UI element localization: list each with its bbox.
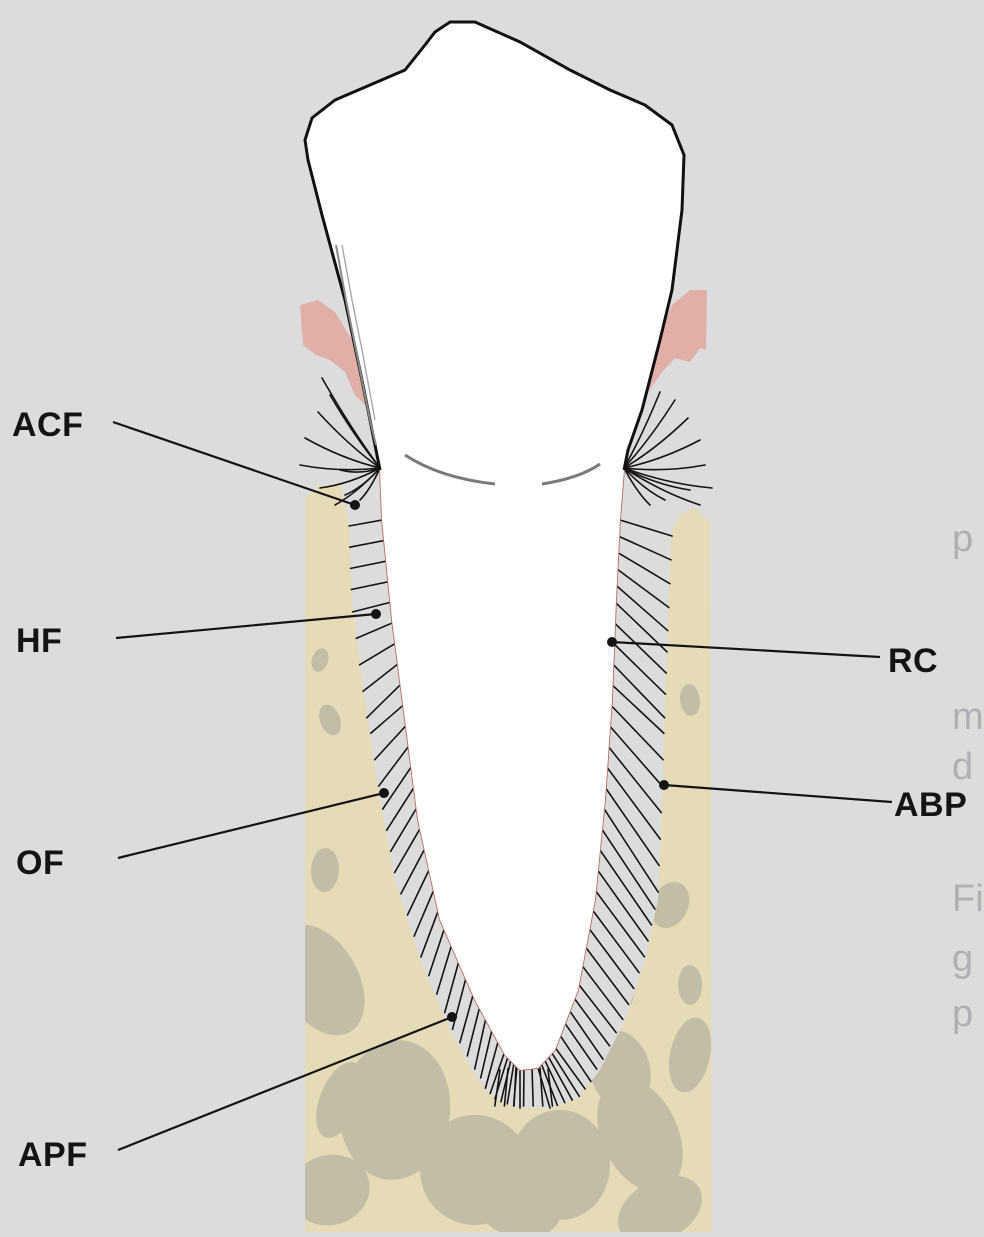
fiber-right: [618, 569, 669, 607]
fiber-right: [579, 985, 616, 1033]
fiber-left: [391, 808, 417, 851]
apf-dot: [447, 1012, 457, 1022]
of-dot: [379, 788, 389, 798]
fiber-right: [615, 624, 666, 674]
bg-text-1: p: [952, 520, 973, 558]
fiber-left: [445, 962, 459, 1012]
fiber-right: [583, 966, 623, 1019]
fiber-cervical-left: [300, 465, 380, 470]
fiber-left: [467, 1008, 479, 1056]
fiber-right: [575, 999, 610, 1046]
fiber-right: [586, 948, 629, 1005]
fiber-left: [421, 911, 438, 957]
fiber-right: [570, 1011, 603, 1059]
fiber-right: [602, 829, 655, 909]
abp-dot: [659, 780, 669, 790]
label-apf: APF: [18, 1138, 88, 1172]
fiber-left: [349, 520, 382, 526]
fiber-right: [565, 1024, 597, 1070]
fiber-right: [614, 644, 665, 694]
fiber-left: [356, 623, 392, 638]
label-acf: ACF: [12, 408, 83, 442]
fiber-left: [375, 726, 406, 760]
bg-text-2: m: [952, 698, 984, 736]
fiber-left: [437, 946, 452, 994]
fiber-right: [610, 726, 662, 786]
label-hf: HF: [16, 624, 62, 658]
fiber-right: [617, 586, 668, 631]
acf-dot: [350, 500, 360, 510]
acf-leader: [113, 422, 355, 505]
rc-dot: [607, 637, 617, 647]
fiber-right: [620, 520, 672, 536]
fiber-right: [618, 553, 670, 584]
fiber-apical: [514, 1068, 516, 1107]
fiber-left: [460, 995, 473, 1042]
fiber-right: [612, 706, 663, 760]
label-of: OF: [16, 846, 64, 880]
fiber-left: [383, 767, 411, 809]
fiber-left: [360, 644, 395, 665]
label-abp: ABP: [894, 788, 967, 822]
fiber-left: [351, 582, 388, 590]
fiber-left: [351, 561, 387, 568]
fiber-apical: [540, 1068, 543, 1106]
bg-text-4: Fi: [952, 880, 984, 918]
fiber-left: [353, 602, 390, 612]
fiber-left: [379, 746, 409, 786]
hf-dot: [371, 609, 381, 619]
fiber-left: [452, 979, 465, 1030]
fiber-apical: [532, 1067, 533, 1106]
fiber-right: [619, 536, 671, 559]
bg-text-6: p: [952, 995, 973, 1033]
fiber-left: [429, 929, 444, 975]
fiber-right: [604, 809, 658, 892]
fiber-right: [598, 871, 648, 941]
fiber-right: [600, 850, 652, 925]
fiber-right: [590, 929, 634, 988]
bg-text-5: g: [952, 940, 973, 978]
fiber-left: [387, 788, 414, 831]
label-rc: RC: [888, 644, 938, 678]
fiber-left: [350, 541, 384, 548]
rc-leader: [612, 642, 880, 657]
bg-text-3: d: [952, 748, 973, 786]
fiber-left: [363, 664, 398, 691]
